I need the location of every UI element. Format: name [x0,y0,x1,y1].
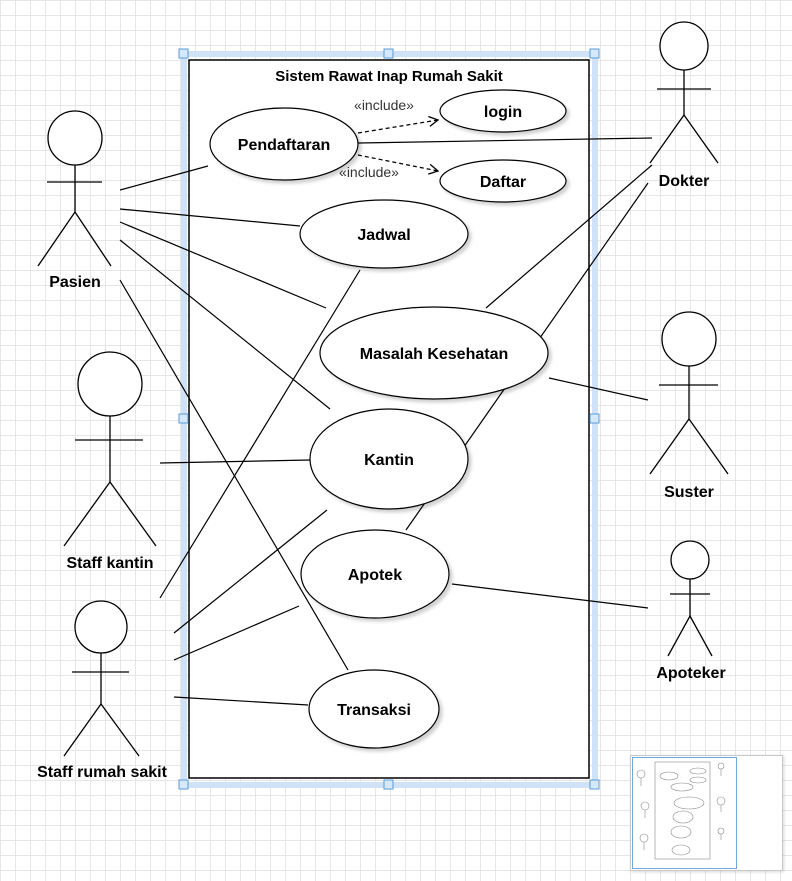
use-case-labels: Pendaftaran login Daftar Jadwal Masalah … [238,104,526,719]
handle-bottom-middle[interactable] [383,779,394,790]
minimap-viewport[interactable] [632,757,737,869]
usecase-masalah-kesehatan[interactable] [319,306,549,400]
usecase-login-label: login [484,104,522,121]
handle-bottom-left[interactable] [178,779,189,790]
assoc-pasien-pendaftaran[interactable] [119,165,209,191]
handle-middle-left[interactable] [178,413,189,424]
handle-top-right[interactable] [589,48,600,59]
actor-staff-kantin[interactable] [63,351,157,547]
usecase-pendaftaran[interactable] [209,107,359,181]
assoc-staffrs-jadwal[interactable] [159,269,361,599]
actor-apoteker-label: Apoteker [656,665,725,682]
usecase-pendaftaran-label: Pendaftaran [238,137,330,154]
assoc-dokter-pendaftaran[interactable] [357,137,653,144]
usecase-masalah-kesehatan-label: Masalah Kesehatan [360,346,509,363]
actor-pasien[interactable] [37,110,112,267]
usecase-transaksi[interactable] [308,669,440,749]
actors [37,21,729,757]
usecase-daftar[interactable] [439,159,567,203]
usecase-jadwal[interactable] [299,199,469,269]
handle-bottom-right[interactable] [589,779,600,790]
assoc-suster-masalah[interactable] [548,377,649,401]
actor-staff-kantin-label: Staff kantin [66,555,153,572]
actor-staff-rumah-sakit[interactable] [63,600,140,757]
usecase-transaksi-label: Transaksi [337,702,411,719]
actor-pasien-label: Pasien [49,274,101,291]
actor-dokter[interactable] [649,21,719,164]
assoc-staffrs-transaksi[interactable] [173,696,309,706]
system-title: Sistem Rawat Inap Rumah Sakit [275,68,503,85]
assoc-staffrs-apotek[interactable] [173,605,300,661]
actor-dokter-label: Dokter [659,173,710,190]
use-cases [209,89,567,749]
include-relations: «include» «include» [339,97,440,180]
outline-minimap[interactable] [630,755,783,871]
actor-labels: Pasien Dokter Suster Apoteker Staff kant… [37,173,726,781]
minimap-preview [636,761,726,860]
assoc-pasien-jadwal[interactable] [119,208,301,227]
usecase-jadwal-label: Jadwal [357,227,410,244]
handle-top-middle[interactable] [383,48,394,59]
usecase-login[interactable] [439,89,567,133]
actor-suster[interactable] [649,311,729,475]
assoc-dokter-masalah[interactable] [485,164,653,309]
include-label-login: «include» [354,97,414,113]
assoc-pasien-masalah[interactable] [119,221,327,309]
usecase-kantin-label: Kantin [364,452,414,469]
usecase-kantin[interactable] [309,408,469,510]
include-label-daftar: «include» [339,164,399,180]
actor-apoteker[interactable] [667,540,713,657]
handle-top-left[interactable] [178,48,189,59]
assoc-staffrs-kantin[interactable] [173,509,328,634]
assoc-pasien-transaksi[interactable] [119,279,349,671]
assoc-staffkantin-kantin[interactable] [159,459,311,464]
actor-suster-label: Suster [664,484,714,501]
usecase-apotek-label: Apotek [348,567,402,584]
usecase-apotek[interactable] [300,529,450,619]
actor-staff-rumah-sakit-label: Staff rumah sakit [37,764,167,781]
usecase-daftar-label: Daftar [480,174,526,191]
assoc-pasien-kantin[interactable] [119,239,331,410]
assoc-apoteker-apotek[interactable] [451,583,649,609]
selection-handles[interactable] [178,48,600,790]
handle-middle-right[interactable] [589,413,600,424]
